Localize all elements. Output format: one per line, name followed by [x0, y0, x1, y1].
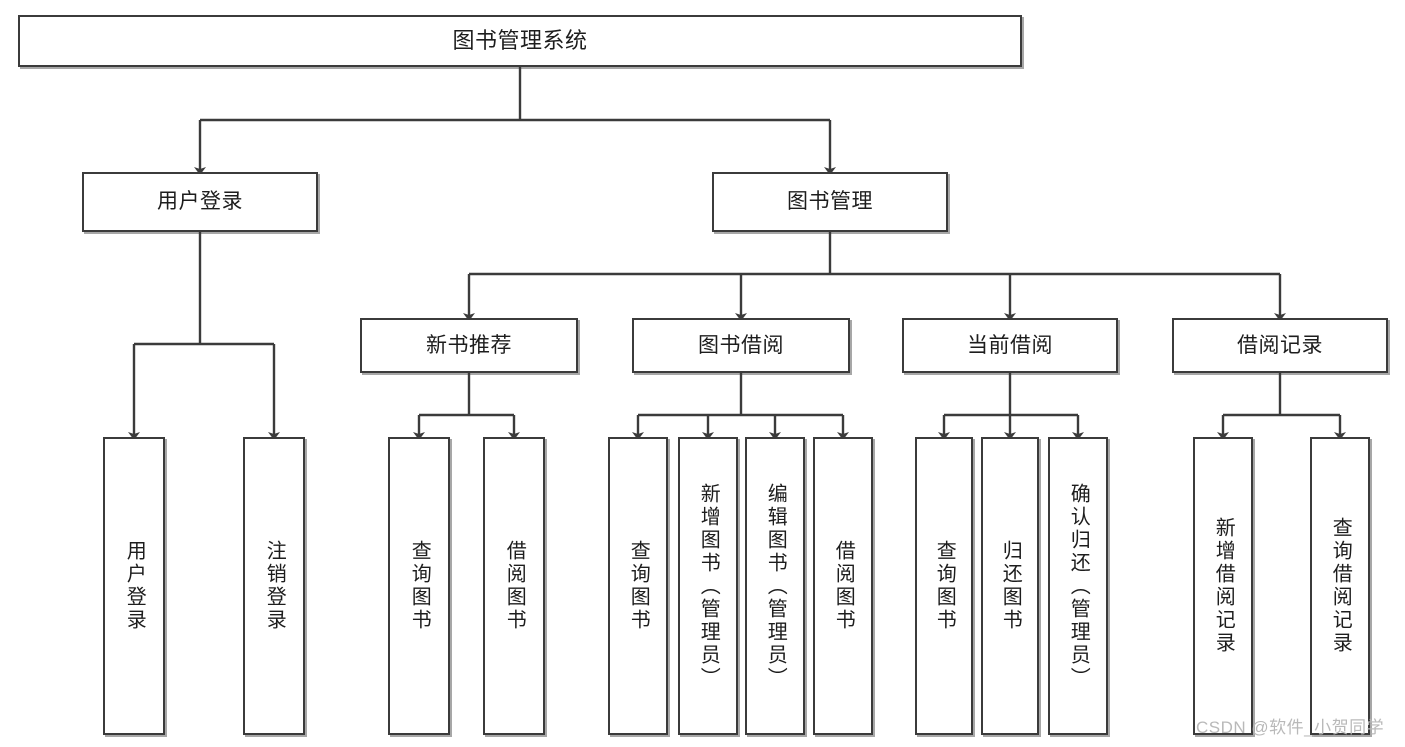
edge-paths [128, 67, 1346, 440]
node-leaf-query-book-2[interactable]: 查询图书 [608, 437, 668, 735]
node-label: 查询图书 [933, 540, 956, 632]
node-leaf-borrow-book-2[interactable]: 借阅图书 [813, 437, 873, 735]
node-label: 新增图书（管理员） [697, 482, 720, 690]
node-leaf-query-record[interactable]: 查询借阅记录 [1310, 437, 1370, 735]
node-label: 借阅图书 [503, 540, 526, 632]
node-label: 借阅记录 [1237, 333, 1323, 357]
node-book-manage[interactable]: 图书管理 [712, 172, 948, 232]
node-new-book-recommend[interactable]: 新书推荐 [360, 318, 578, 373]
node-label: 查询借阅记录 [1329, 517, 1352, 655]
node-leaf-user-login[interactable]: 用户登录 [103, 437, 165, 735]
node-label: 确认归还（管理员） [1067, 482, 1090, 690]
node-label: 图书管理 [787, 190, 873, 214]
node-label: 用户登录 [157, 190, 243, 214]
node-label: 图书借阅 [698, 333, 784, 357]
node-root[interactable]: 图书管理系统 [18, 15, 1022, 67]
node-label: 归还图书 [999, 540, 1022, 632]
node-label: 新增借阅记录 [1212, 517, 1235, 655]
node-label: 图书管理系统 [452, 27, 588, 53]
node-label: 注销登录 [263, 540, 286, 632]
node-leaf-user-logout[interactable]: 注销登录 [243, 437, 305, 735]
node-leaf-add-record[interactable]: 新增借阅记录 [1193, 437, 1253, 735]
node-leaf-edit-book[interactable]: 编辑图书（管理员） [745, 437, 805, 735]
node-current-borrow[interactable]: 当前借阅 [902, 318, 1118, 373]
node-label: 用户登录 [123, 540, 146, 632]
node-label: 当前借阅 [967, 333, 1053, 357]
node-borrow-record[interactable]: 借阅记录 [1172, 318, 1388, 373]
node-label: 新书推荐 [426, 333, 512, 357]
node-leaf-query-book-1[interactable]: 查询图书 [388, 437, 450, 735]
node-label: 编辑图书（管理员） [764, 482, 787, 690]
node-user-login[interactable]: 用户登录 [82, 172, 318, 232]
node-leaf-add-book[interactable]: 新增图书（管理员） [678, 437, 738, 735]
node-label: 查询图书 [408, 540, 431, 632]
node-label: 查询图书 [627, 540, 650, 632]
node-leaf-query-book-3[interactable]: 查询图书 [915, 437, 973, 735]
node-leaf-return-book[interactable]: 归还图书 [981, 437, 1039, 735]
node-label: 借阅图书 [832, 540, 855, 632]
node-leaf-borrow-book-1[interactable]: 借阅图书 [483, 437, 545, 735]
node-book-borrow[interactable]: 图书借阅 [632, 318, 850, 373]
node-leaf-confirm-return[interactable]: 确认归还（管理员） [1048, 437, 1108, 735]
